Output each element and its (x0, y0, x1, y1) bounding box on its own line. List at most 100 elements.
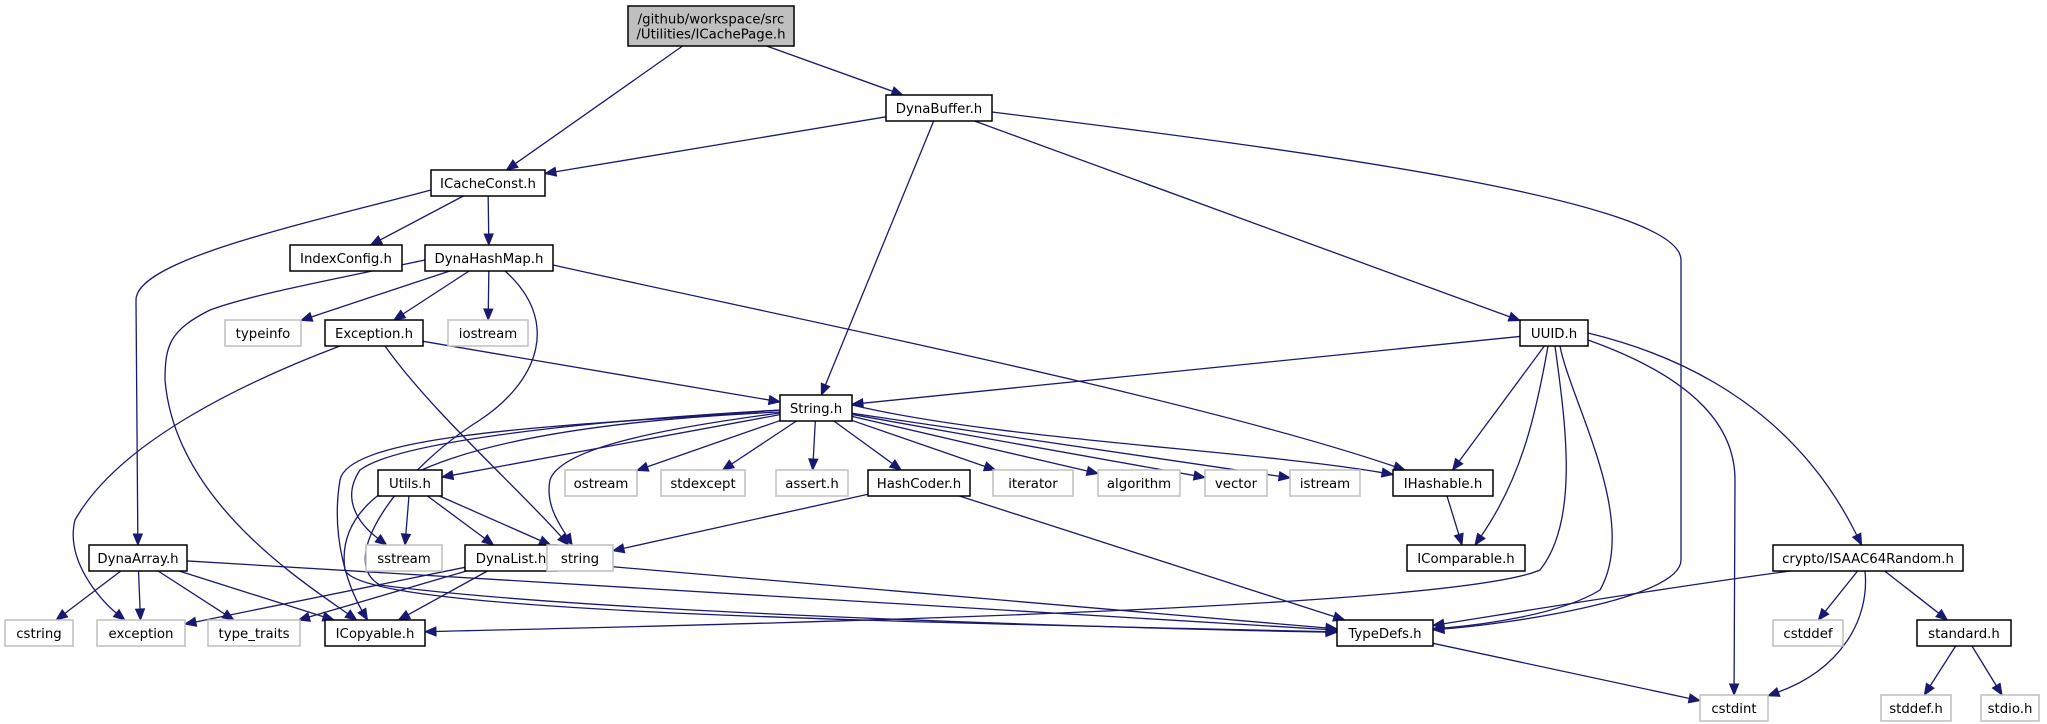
arrowhead (611, 543, 626, 554)
node-label: typeinfo (236, 327, 291, 342)
node-label: exception (109, 627, 174, 642)
node-box (992, 469, 1074, 497)
node-hashcoder-h[interactable]: HashCoder.h (867, 469, 971, 497)
edge-dynalist-to-exception (183, 566, 466, 627)
edge-line (824, 120, 935, 386)
node-box (627, 5, 795, 47)
edge-line (861, 335, 1521, 404)
edge-isaac-to-standard (1884, 570, 1949, 621)
node-sstream: sstream (365, 544, 443, 572)
edge-line (1777, 570, 1867, 694)
node-exception: exception (96, 619, 186, 647)
arrowhead (483, 233, 494, 247)
edge-standard-to-stddef (1923, 645, 1957, 697)
arrowhead (299, 311, 314, 322)
edge-dynahashmap-to-icopyable (164, 259, 426, 621)
node-label: DynaHashMap.h (435, 252, 544, 267)
node-ihashable-h[interactable]: IHashable.h (1392, 469, 1494, 497)
edge-line (137, 570, 141, 611)
edge-line (434, 345, 1567, 633)
node-label: istream (1300, 477, 1350, 492)
node-exception-h[interactable]: Exception.h (324, 319, 424, 347)
node-iterator: iterator (992, 469, 1074, 497)
node-typedefs-h[interactable]: TypeDefs.h (1336, 619, 1434, 647)
node-icacheconst-h[interactable]: ICacheConst.h (430, 169, 546, 197)
edge-line (63, 570, 122, 615)
node-dynabuffer-h[interactable]: DynaBuffer.h (885, 94, 993, 122)
arrowhead (1453, 532, 1464, 547)
node-istream: istream (1289, 469, 1361, 497)
edge-isaac-to-typedefs (1431, 570, 1791, 629)
edge-dynahashmap-to-ihashable (552, 264, 1407, 472)
node-vector: vector (1204, 469, 1268, 497)
arrowhead (397, 609, 412, 621)
node-typeinfo: typeinfo (224, 319, 302, 347)
arrowhead (1451, 457, 1464, 472)
edge-dynabuffer-to-uuid (974, 120, 1522, 322)
arrowhead (1277, 470, 1292, 482)
edge-dynabuffer-to-string (820, 120, 935, 397)
node-box (324, 319, 424, 347)
edge-line (1929, 645, 1957, 687)
node-icomparable-h[interactable]: IComparable.h (1406, 544, 1526, 572)
node-label: vector (1215, 477, 1258, 492)
node-crypto-isaac64random-h[interactable]: crypto/ISAAC64Random.h (1772, 544, 1964, 572)
node-box (430, 169, 546, 197)
node-box (1336, 619, 1434, 647)
node-indexconfig-h[interactable]: IndexConfig.h (289, 244, 403, 272)
node-dynahashmap-h[interactable]: DynaHashMap.h (424, 244, 554, 272)
node-box (779, 394, 853, 422)
node-box (365, 544, 443, 572)
node-uuid-h[interactable]: UUID.h (1519, 319, 1589, 347)
arrowhead (1728, 683, 1740, 697)
node-label: /github/workspace/src (638, 13, 785, 28)
arrowhead (1325, 624, 1339, 635)
node-type-traits: type_traits (207, 619, 301, 647)
node-dynalist-h[interactable]: DynaList.h (464, 544, 558, 572)
node-box (1519, 319, 1589, 347)
node-label: stdio.h (1988, 702, 2033, 717)
node-utils-h[interactable]: Utils.h (377, 469, 443, 497)
edge-line (307, 570, 467, 618)
edge-uuid-to-icopyable (423, 345, 1567, 637)
edge-line (310, 270, 451, 318)
node-dynaarray-h[interactable]: DynaArray.h (88, 544, 188, 572)
node-box (1204, 469, 1268, 497)
node-label: TypeDefs.h (1347, 627, 1421, 642)
edge-line (812, 420, 816, 461)
arrowhead (721, 459, 736, 471)
edge-dynahashmap-to-iostream (483, 270, 494, 322)
node-icopyable-h[interactable]: ICopyable.h (324, 619, 426, 647)
edge-line (514, 45, 683, 165)
arrowhead (183, 616, 198, 627)
node-label: standard.h (1928, 627, 2000, 642)
edge-utils-to-sstream (400, 495, 412, 547)
edge-string-to-iterator (851, 419, 997, 472)
node-stdexcept: stdexcept (660, 469, 746, 497)
node-box (4, 619, 74, 647)
edge-line (72, 345, 341, 615)
arrowhead (134, 608, 146, 622)
node-github-workspace-src-utilities-icachepage-h[interactable]: /github/workspace/src/Utilities/ICachePa… (627, 5, 795, 47)
node-cstddef: cstddef (1772, 619, 1844, 647)
node-box (1772, 619, 1844, 647)
edge-icacheconst-to-dynahashmap (483, 195, 494, 247)
edge-dynaarray-to-icopyable (178, 570, 336, 622)
arrowhead (1431, 618, 1446, 629)
node-string-h[interactable]: String.h (779, 394, 853, 422)
edge-dynalist-to-type-traits (297, 570, 467, 622)
arrowhead (635, 461, 650, 472)
node-standard-h[interactable]: standard.h (1916, 619, 2012, 647)
edge-string-to-vector (851, 413, 1207, 481)
edge-line (401, 270, 470, 316)
node-label: DynaBuffer.h (896, 102, 982, 117)
node-label: iostream (459, 327, 517, 342)
edge-isaac-to-cstdint (1766, 570, 1867, 697)
node-box (1880, 694, 1952, 722)
edge-string-to-algorithm (851, 415, 1100, 476)
node-box (1097, 469, 1181, 497)
edge-standard-to-stdio (1971, 645, 2003, 697)
arrowhead (767, 394, 782, 406)
node-box (1699, 694, 1769, 722)
edge-uuid-to-icomparable (1474, 345, 1549, 547)
